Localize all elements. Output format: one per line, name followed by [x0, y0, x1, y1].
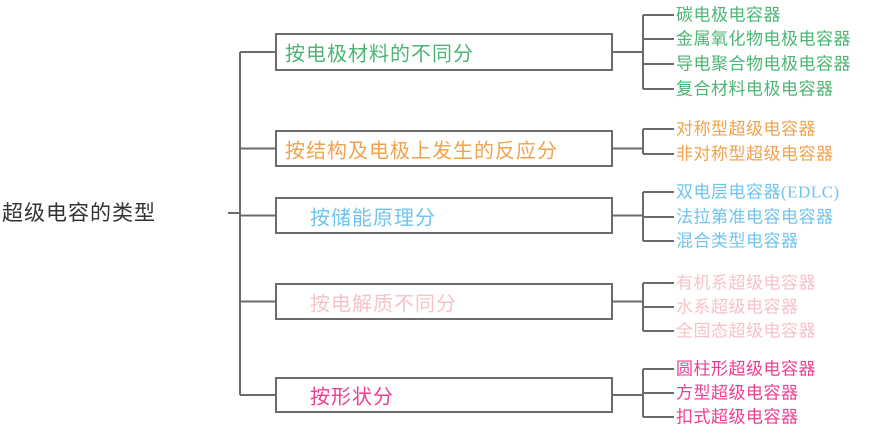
category-label-5: 按形状分 [310, 386, 394, 409]
category-box-3[interactable]: 按储能原理分 [275, 197, 613, 234]
category-label-2: 按结构及电极上发生的反应分 [285, 140, 558, 162]
leaf-label: 金属氧化物电极电容器 [676, 29, 851, 49]
leaf-label: 双电层电容器(EDLC) [676, 182, 840, 202]
leaf-label: 方型超级电容器 [676, 383, 799, 403]
leaf-label: 混合类型电容器 [676, 231, 799, 251]
leaf-label: 复合材料电极电容器 [676, 79, 834, 99]
leaf-label: 全固态超级电容器 [676, 321, 816, 341]
leaf-label: 水系超级电容器 [676, 297, 799, 317]
leaf-label: 扣式超级电容器 [676, 407, 799, 427]
category-label-1: 按电极材料的不同分 [285, 43, 474, 66]
leaf-label: 非对称型超级电容器 [676, 144, 834, 164]
leaf-label: 碳电极电容器 [676, 5, 781, 25]
category-label-3: 按储能原理分 [310, 207, 436, 229]
category-label-4: 按电解质不同分 [310, 293, 457, 315]
root-label: 超级电容的类型 [2, 201, 156, 225]
leaf-label: 法拉第准电容电容器 [676, 207, 834, 227]
leaf-label: 圆柱形超级电容器 [676, 359, 816, 379]
category-box-2[interactable]: 按结构及电极上发生的反应分 [275, 130, 613, 167]
category-box-5[interactable]: 按形状分 [275, 377, 613, 413]
category-box-1[interactable]: 按电极材料的不同分 [275, 33, 613, 71]
leaf-label: 导电聚合物电极电容器 [676, 54, 851, 74]
category-box-4[interactable]: 按电解质不同分 [275, 283, 613, 320]
leaf-label: 有机系超级电容器 [676, 273, 816, 293]
leaf-label: 对称型超级电容器 [676, 119, 816, 139]
